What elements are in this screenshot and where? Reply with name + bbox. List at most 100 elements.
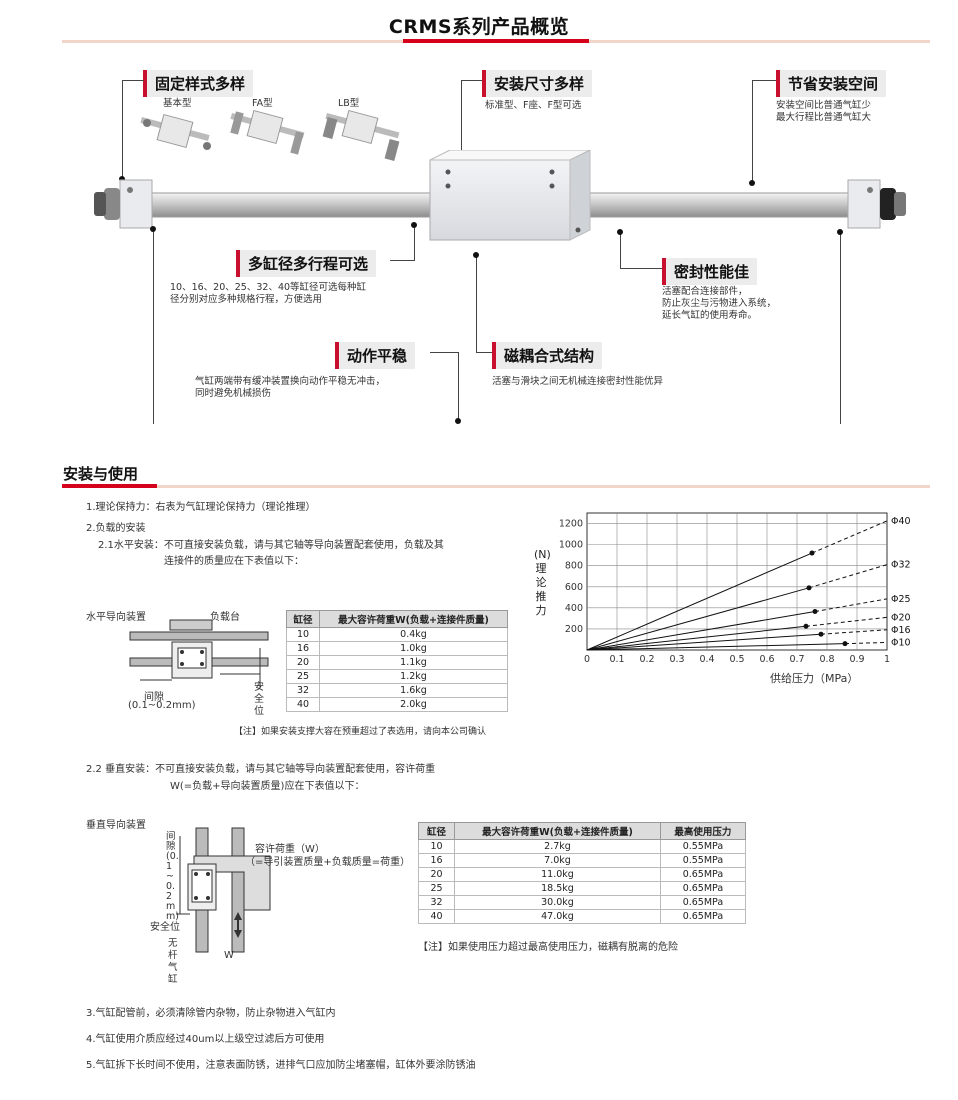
table-header: 最大容许荷重W(负载+连接件质量) [318, 610, 509, 628]
chart-x-tick-label: 0.7 [789, 654, 804, 665]
chart-y-tick-label: 1200 [559, 519, 583, 530]
type-fa-label: FA型 [252, 98, 273, 109]
load-table-label: 负载台 [210, 612, 240, 623]
vertical-guide-diagram [176, 827, 271, 953]
safety-pos-3: 位 [254, 706, 264, 717]
item-3: 3.气缸配管前，必须清除管内杂物，防止杂物进入气缸内 [86, 1008, 336, 1019]
mount-size-desc: 标准型、F座、F型可选 [485, 100, 582, 111]
chart-point [803, 623, 809, 629]
section-divider-accent [62, 484, 157, 488]
chart-point [809, 550, 815, 556]
seal-line-2: 防止灰尘与污物进入系统， [662, 298, 777, 309]
chart-x-tick-label: 0.4 [699, 654, 714, 665]
callout-space-saving: 节省安装空间 [776, 70, 887, 97]
basic-type-image [140, 113, 211, 150]
chart-ylabel: (N) 理 论 推 力 [534, 548, 551, 617]
section-title: 安装与使用 [63, 465, 139, 483]
safety-pos-1: 安 [254, 682, 264, 693]
chart-series-dashed [814, 598, 888, 613]
callout-smooth: 动作平稳 [335, 342, 416, 369]
seal-line-1: 活塞配合连接部件， [662, 286, 748, 297]
gap-range: (0.1~0.2mm) [128, 700, 196, 711]
item-4: 4.气缸使用介质应经过40um以上级空过滤后方可使用 [86, 1034, 325, 1045]
table-header: 缸径 [417, 822, 456, 840]
allowed-load-label-1: 容许荷重（W） [255, 844, 325, 855]
item-1: 1.理论保持力：右表为气缸理论保持力（理论推理） [86, 502, 316, 513]
callout-multi-bore: 多缸径多行程可选 [236, 250, 377, 277]
chart-series-label: Φ10 [891, 637, 911, 648]
horizontal-guide-diagram [129, 619, 269, 688]
item-2: 2.负载的安装 [86, 523, 146, 534]
chart-x-tick-label: 0.8 [819, 654, 834, 665]
page-title: CRMS系列产品概览 [388, 16, 570, 38]
title-divider-accent [403, 39, 589, 43]
chart-x-tick-label: 0.1 [609, 654, 624, 665]
chart-x-tick-label: 1 [884, 654, 890, 665]
gap-label: 间隙 [144, 692, 164, 703]
allowed-load-label-2: （=导引装置质量+负载质量=荷重） [245, 857, 411, 868]
smooth-line-2: 同时避免机械损伤 [195, 388, 272, 399]
fa-type-image [230, 109, 305, 155]
multi-bore-line-2: 径分别对应多种规格行程，方便选用 [170, 294, 323, 305]
safety-pos-2: 全 [254, 694, 264, 705]
horizontal-table-note: 【注】如果安装支撑大容在预重超过了表选用，请向本公司确认 [234, 727, 487, 737]
rodless-cylinder-label: 无 杆 气 缸 [168, 938, 178, 985]
horizontal-guide-title: 水平导向装置 [86, 612, 146, 623]
seal-line-3: 延长气缸的使用寿命。 [662, 310, 758, 321]
item-2-1-line-1: 2.1水平安装：不可直接安装负载，请与其它轴等导向装置配套使用，负载及其 [98, 540, 444, 551]
section-divider [62, 485, 930, 488]
space-saving-line-1: 安装空间比普通气缸少 [776, 100, 872, 111]
chart-point [818, 631, 824, 637]
chart-point [806, 585, 812, 591]
table-header: 缸径 [286, 610, 320, 628]
vertical-gap-label: 间隙(0.1~0.2mm) [166, 831, 179, 922]
chart-series-line [586, 625, 807, 651]
space-saving-line-2: 最大行程比普通气缸大 [776, 112, 872, 123]
chart-x-tick-label: 0.5 [729, 654, 744, 665]
magnetic-desc: 活塞与滑块之间无机械连接密封性能优异 [492, 376, 664, 387]
smooth-line-1: 气缸两端带有缓冲装置换向动作平稳无冲击， [195, 376, 386, 387]
chart-y-tick-label: 1000 [559, 540, 583, 551]
chart-series-label: Φ16 [891, 625, 911, 636]
callout-seal: 密封性能佳 [662, 258, 758, 285]
type-lb-label: LB型 [338, 98, 360, 109]
chart-point [812, 609, 818, 615]
chart-y-tick-label: 200 [565, 624, 583, 635]
item-5: 5.气缸拆下长时间不使用，注意表面防锈，进排气口应加防尘堵塞帽，缸体外要涂防锈油 [86, 1060, 476, 1071]
crms-cylinder-image [94, 150, 906, 241]
vertical-table-note: 【注】如果使用压力超过最高使用压力，磁耦有脱离的危险 [418, 942, 678, 953]
chart-y-tick-label: 400 [565, 603, 583, 614]
chart-y-tick-label: 800 [565, 561, 583, 572]
type-basic-label: 基本型 [163, 98, 192, 109]
chart-point [842, 641, 848, 647]
mount-type-illustrations [140, 109, 400, 161]
chart-series-label: Φ40 [891, 516, 911, 527]
vertical-guide-title: 垂直导向装置 [86, 820, 146, 831]
chart-x-tick-label: 0.6 [759, 654, 774, 665]
product-overview: 固定样式多样 基本型 FA型 LB型 安装尺寸多样 标准型、F座、F型可选 节省… [0, 0, 958, 440]
w-arrow-label: W [224, 950, 234, 961]
chart-series-line [586, 611, 816, 651]
item-2-1-line-2: 连接件的质量应在下表值以下： [164, 556, 304, 567]
chart-x-tick-label: 0.3 [669, 654, 684, 665]
callout-mount-size: 安装尺寸多样 [482, 70, 593, 97]
vertical-safety-label: 安全位 [150, 922, 180, 933]
item-2-2-line-1: 2.2 垂直安装：不可直接安装负载，请与其它轴等导向装置配套使用，容许荷重 [86, 764, 436, 775]
chart-x-tick-label: 0.2 [639, 654, 654, 665]
chart-x-tick-label: 0 [584, 654, 590, 665]
table-header: 最高使用压力 [659, 822, 747, 840]
chart-series-label: Φ32 [891, 560, 911, 571]
chart-series-line [586, 633, 822, 651]
chart-series-label: Φ25 [891, 594, 911, 605]
chart-series-line [586, 587, 810, 651]
